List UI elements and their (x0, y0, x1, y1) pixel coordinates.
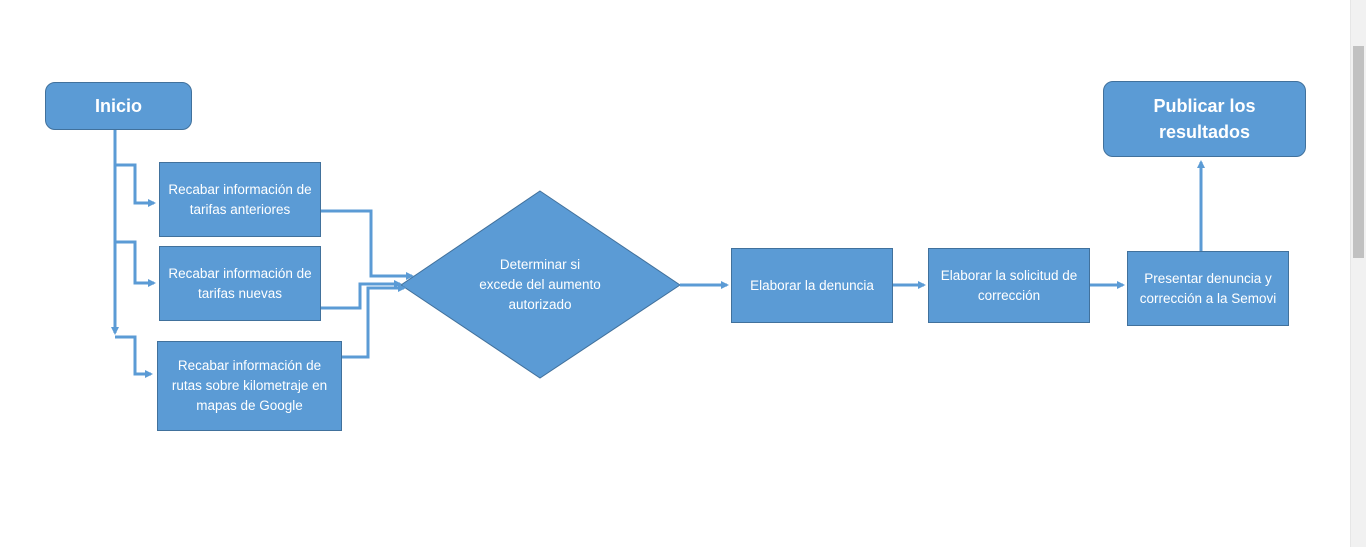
connector-rutas-google-to-decision (342, 284, 406, 359)
decision-label: Determinar si excede del aumento autoriz… (479, 257, 601, 312)
connector-tarifas-nuevas-to-decision (320, 280, 402, 310)
decision-diamond (400, 190, 681, 379)
process-node-tarifas-nuevas: Recabar información de tarifas nuevas (159, 246, 321, 321)
connector-to-tarifas-nuevas (115, 240, 156, 287)
vertical-scrollbar[interactable] (1350, 0, 1366, 547)
scrollbar-thumb[interactable] (1353, 46, 1364, 258)
connector-tarifas-anteriores-to-decision (320, 209, 414, 280)
connector-to-rutas-google (115, 335, 153, 378)
process-node-rutas-google: Recabar información de rutas sobre kilom… (157, 341, 342, 431)
process-node-presentar: Presentar denuncia y corrección a la Sem… (1127, 251, 1289, 326)
connector-to-tarifas-anteriores (115, 163, 156, 207)
process-node-elaborar-solicitud: Elaborar la solicitud de corrección (928, 248, 1090, 323)
end-node-publicar: Publicar los resultados (1103, 81, 1306, 157)
process-node-tarifas-anteriores: Recabar información de tarifas anteriore… (159, 162, 321, 237)
start-node-inicio: Inicio (45, 82, 192, 130)
process-node-elaborar-denuncia: Elaborar la denuncia (731, 248, 893, 323)
